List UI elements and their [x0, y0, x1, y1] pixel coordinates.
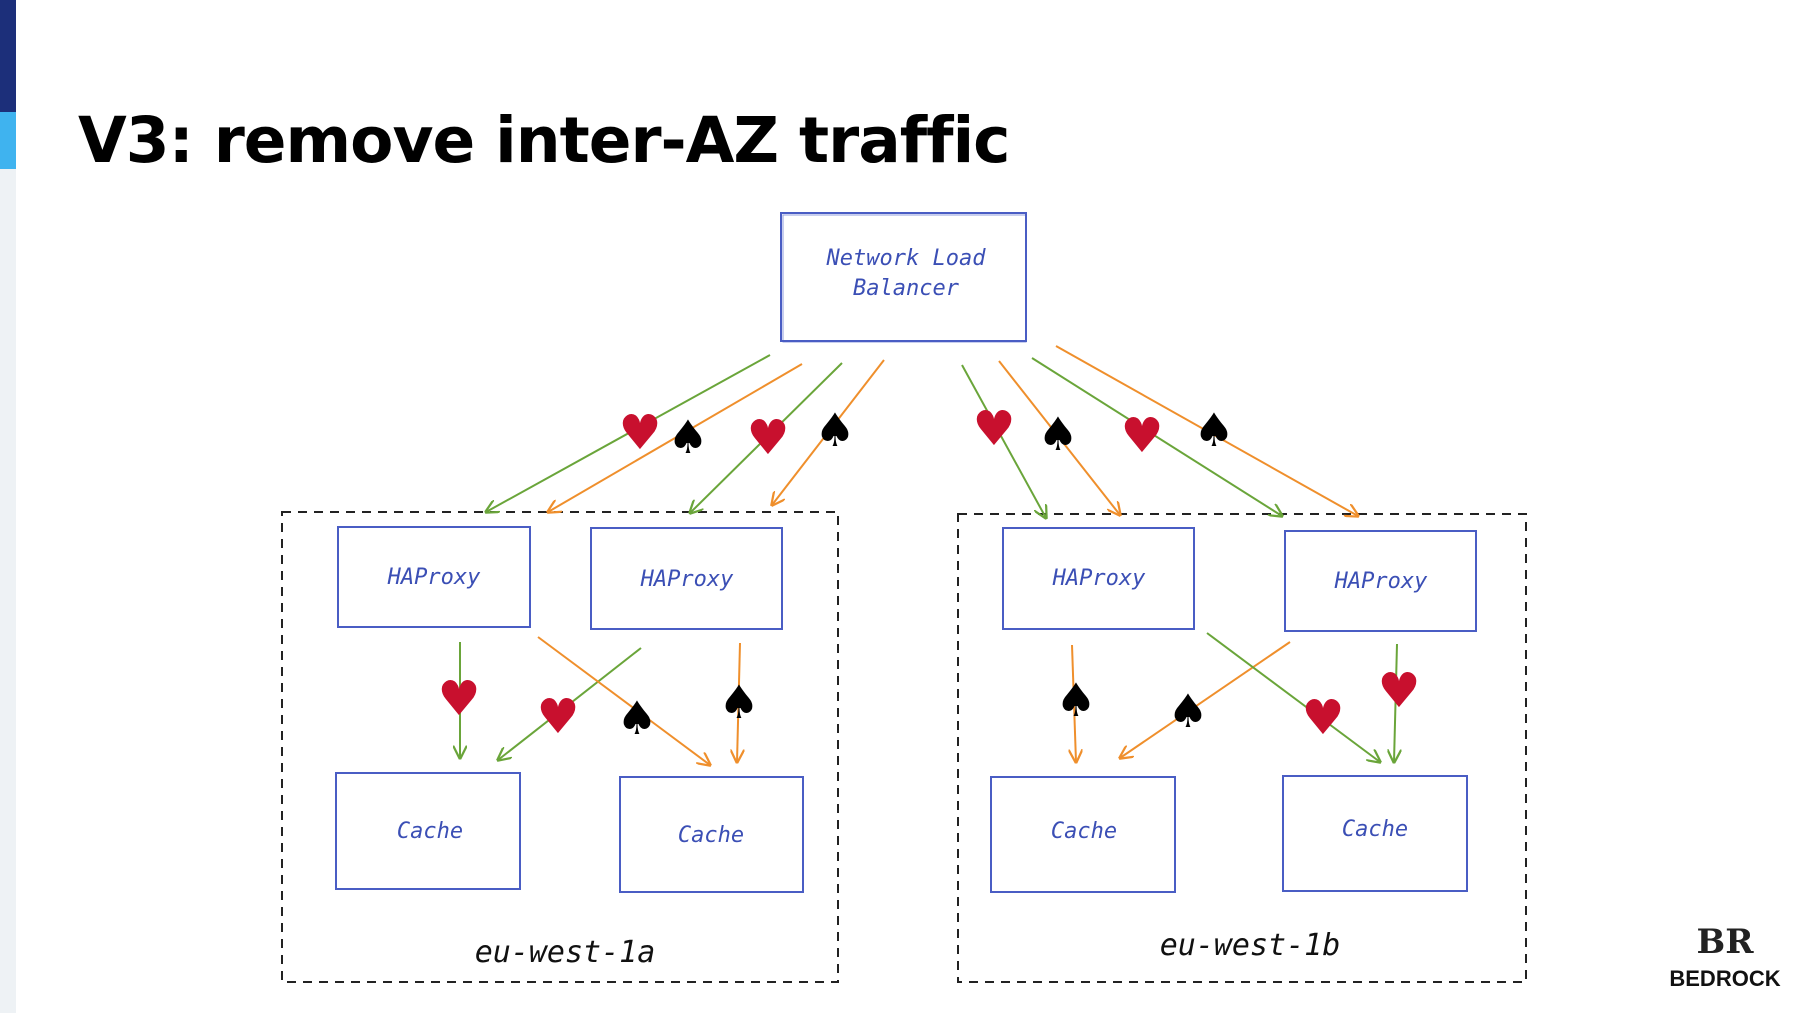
cache-label: Cache — [397, 819, 463, 844]
haproxy-to-cache-arrows-zone-a — [460, 636, 740, 765]
heart-icon: ♥ — [618, 405, 661, 461]
cache-node: Cache — [1282, 775, 1468, 892]
heart-icon: ♥ — [1377, 663, 1420, 719]
haproxy-to-cache-arrows-zone-b — [1072, 632, 1397, 762]
spade-icon: ♠ — [616, 691, 657, 745]
cache-node: Cache — [619, 776, 804, 893]
cache-label: Cache — [1342, 817, 1408, 842]
heart-icon: ♥ — [437, 671, 480, 727]
heart-icon: ♥ — [1120, 408, 1163, 464]
heart-icon: ♥ — [536, 689, 579, 745]
spade-icon: ♠ — [1193, 403, 1234, 457]
heart-icon: ♥ — [972, 401, 1015, 457]
haproxy-node: HAProxy — [590, 527, 783, 630]
logo-wordmark: BEDROCK — [1669, 966, 1781, 991]
bedrock-logo: BR BEDROCK — [1665, 922, 1785, 997]
cache-label: Cache — [678, 823, 744, 848]
zone-label-b: eu-west-1b — [1160, 928, 1341, 963]
nlb-to-haproxy-arrows-zone-a — [486, 354, 885, 513]
nlb-to-haproxy-arrows-zone-b — [961, 345, 1358, 518]
accent-bar-dark — [0, 0, 16, 112]
nlb-label-line1: Network Load — [826, 246, 987, 271]
heart-icon: ♥ — [1301, 690, 1344, 746]
haproxy-label: HAProxy — [387, 565, 481, 590]
nlb-label-line2: Balancer — [853, 276, 960, 301]
spade-icon: ♠ — [1037, 407, 1078, 461]
spade-icon: ♠ — [1055, 673, 1096, 727]
cache-node: Cache — [990, 776, 1176, 893]
haproxy-node: HAProxy — [1284, 530, 1477, 632]
spade-icon: ♠ — [718, 675, 759, 729]
haproxy-label: HAProxy — [1334, 569, 1428, 594]
availability-zone-a — [281, 511, 839, 983]
heart-icon: ♥ — [746, 410, 789, 466]
accent-bar-pale — [0, 169, 16, 1013]
haproxy-label: HAProxy — [640, 567, 734, 592]
haproxy-node: HAProxy — [1002, 527, 1195, 630]
accent-bar-light — [0, 112, 16, 169]
haproxy-label: HAProxy — [1052, 566, 1146, 591]
spade-icon: ♠ — [1167, 684, 1208, 738]
spade-icon: ♠ — [814, 403, 855, 457]
cache-node: Cache — [335, 772, 521, 890]
spade-icon: ♠ — [667, 410, 708, 464]
haproxy-node: HAProxy — [337, 526, 531, 628]
slide-title: V3: remove inter-AZ traffic — [78, 104, 1011, 177]
network-load-balancer: Network Load Balancer — [780, 212, 1027, 343]
cache-label: Cache — [1051, 819, 1117, 844]
availability-zone-b — [957, 513, 1527, 983]
zone-label-a: eu-west-1a — [475, 935, 656, 970]
logo-mark: BR — [1696, 922, 1754, 962]
